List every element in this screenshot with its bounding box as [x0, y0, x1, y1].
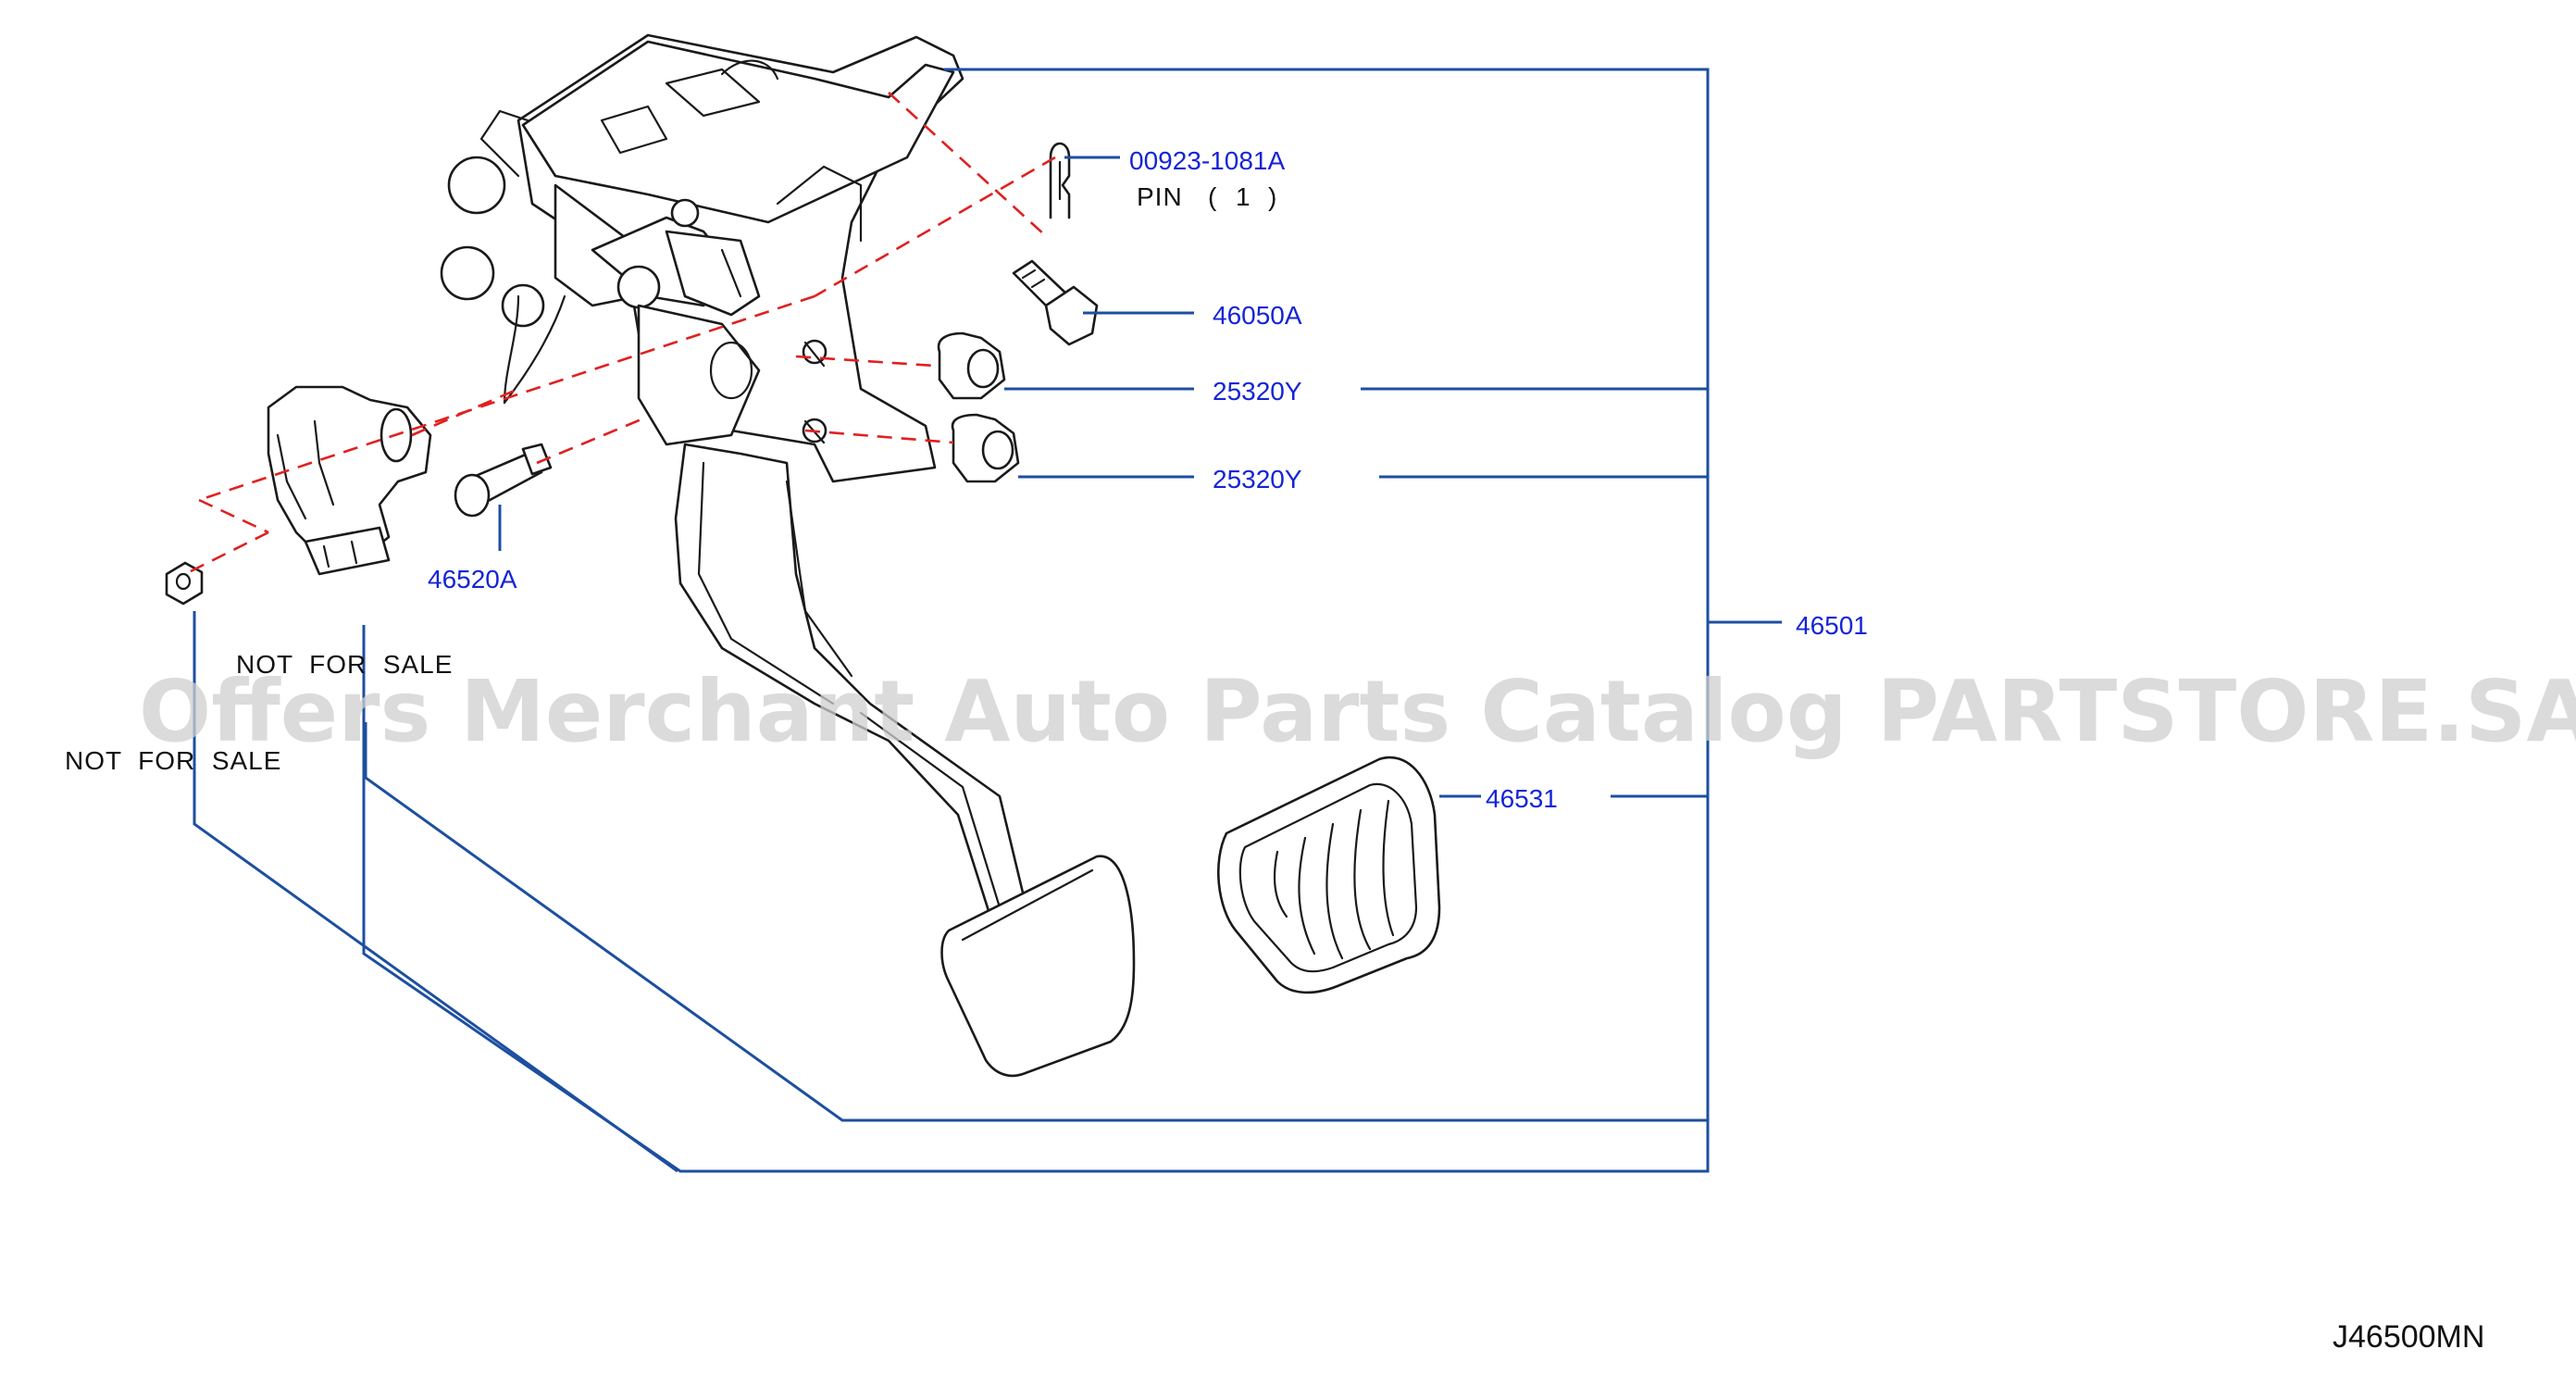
- pedal-position-sensor: [267, 385, 432, 576]
- pin-label: PIN: [1137, 182, 1183, 211]
- callout-46531: 46531: [1486, 784, 1558, 813]
- stopper-25320Y-lower: [951, 413, 1020, 483]
- bolt-46050A: [1012, 259, 1099, 346]
- dashed-guide-lines: [184, 92, 1056, 576]
- pin-qty-open: (: [1208, 182, 1217, 211]
- stopper-25320Y-upper: [937, 331, 1006, 400]
- pin-00923-1081A: [1049, 142, 1071, 219]
- not-for-sale-upper: NOT FOR SALE: [236, 650, 453, 679]
- not-for-sale-lower: NOT FOR SALE: [65, 746, 281, 775]
- callout-46050A: 46050A: [1213, 301, 1302, 330]
- callout-00923-1081A: 00923-1081A: [1129, 146, 1285, 175]
- sensor-nut: [165, 561, 204, 606]
- callout-46520A: 46520A: [428, 565, 517, 593]
- pedal-pad-46531: [1217, 756, 1441, 994]
- pedal-bracket-assembly: [440, 33, 964, 483]
- drawing-number: J46500MN: [2333, 1319, 2484, 1355]
- pin-qty: 1: [1236, 182, 1251, 211]
- callout-25320Y-upper: 25320Y: [1213, 377, 1302, 406]
- callout-46501: 46501: [1796, 611, 1868, 640]
- callout-labels: 00923-1081A PIN ( 1 ) 46050A 25320Y 2532…: [65, 146, 1868, 813]
- callout-25320Y-lower: 25320Y: [1213, 465, 1302, 493]
- watermark: Offers Merchant Auto Parts Catalog PARTS…: [139, 662, 2576, 761]
- brake-pedal: [674, 443, 1136, 1078]
- callout-leaders: [193, 68, 1782, 1173]
- pin-qty-close: ): [1268, 182, 1277, 211]
- clevis-pin-46520A: [454, 443, 553, 518]
